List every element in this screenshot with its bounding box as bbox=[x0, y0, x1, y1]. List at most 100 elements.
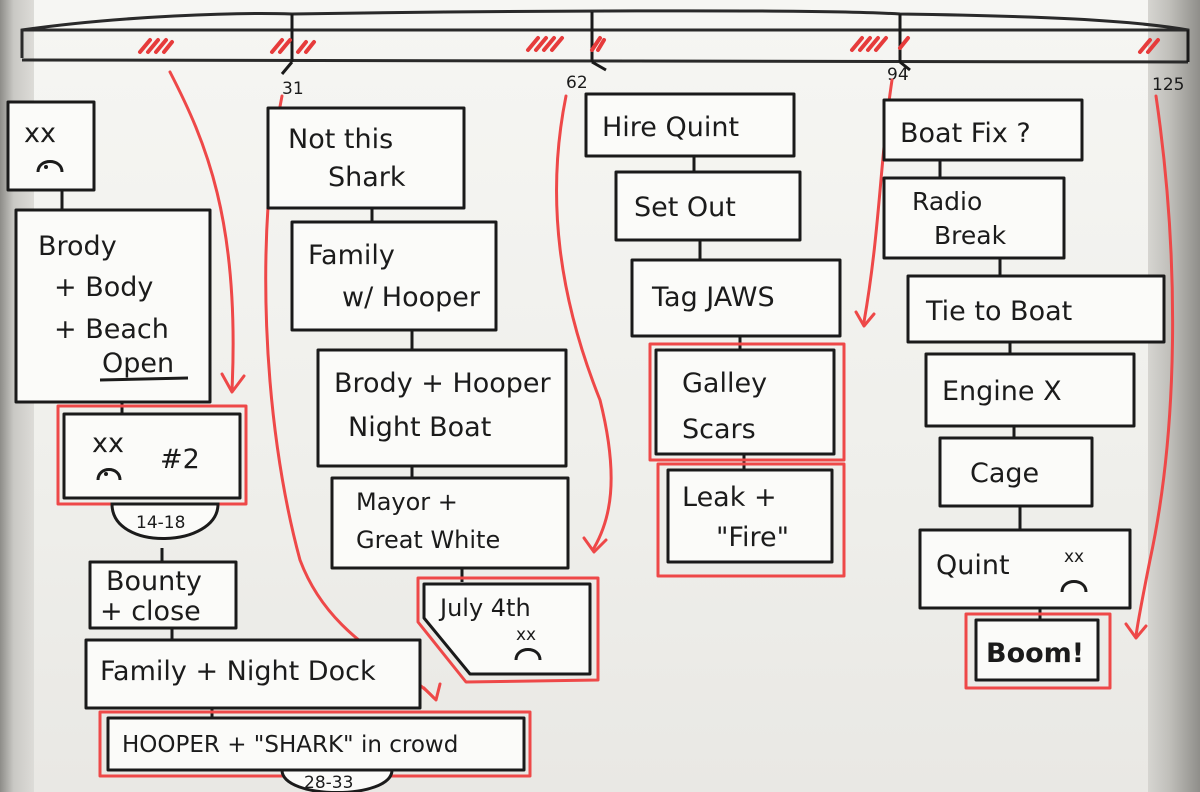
frown-icon bbox=[96, 468, 122, 481]
scene-line: "Fire" bbox=[716, 522, 789, 553]
frown-icon bbox=[514, 648, 542, 661]
frown-icon bbox=[36, 160, 64, 173]
range-badge-shape bbox=[280, 768, 394, 792]
scene-card-xx: xx bbox=[6, 100, 96, 192]
scene-label: Tag JAWS bbox=[651, 282, 775, 313]
scene-label: Tie to Boat bbox=[925, 296, 1072, 327]
scene-card-xx-2: xx #2 bbox=[56, 404, 248, 506]
scene-card-boom: Boom! bbox=[964, 612, 1112, 690]
scene-card-family-night-dock: Family + Night Dock bbox=[84, 638, 422, 710]
tick-label-62: 62 bbox=[566, 73, 588, 93]
tick-label-31: 31 bbox=[282, 79, 304, 99]
scene-label: Quint bbox=[936, 550, 1010, 581]
hatch-mark-1 bbox=[138, 38, 174, 54]
range-label: 28-33 bbox=[304, 773, 353, 792]
underline bbox=[99, 376, 189, 382]
range-label: 14-18 bbox=[136, 513, 185, 533]
column-2: Not this Shark Family w/ Hooper Brody + … bbox=[266, 106, 600, 684]
scene-card-engine-x: Engine X bbox=[924, 352, 1136, 428]
scene-card-family-hooper: Family w/ Hooper bbox=[290, 220, 498, 332]
scene-card-set-out: Set Out bbox=[614, 170, 802, 242]
scene-label: Hire Quint bbox=[602, 112, 739, 143]
arrow-col1-head bbox=[220, 372, 246, 394]
scene-line: Scars bbox=[682, 414, 756, 445]
timeline: 31 62 94 125 bbox=[20, 9, 1190, 99]
column-1: xx Brody + Body + Beach Open xx #2 bbox=[6, 100, 532, 792]
scene-card-tag-jaws: Tag JAWS bbox=[630, 258, 842, 338]
arrow-col5-head bbox=[1124, 622, 1148, 640]
scene-line: Mayor + bbox=[356, 488, 458, 516]
hatch-mark-4 bbox=[850, 36, 910, 52]
scene-line: w/ Hooper bbox=[342, 282, 481, 313]
scene-label: xx bbox=[92, 428, 124, 459]
scene-card-boat-fix: Boat Fix ? bbox=[882, 98, 1084, 162]
scene-card-tie-to-boat: Tie to Boat bbox=[906, 274, 1166, 344]
scene-card-hooper-shark: HOOPER + "SHARK" in crowd bbox=[98, 710, 532, 778]
scene-line-underlined: Open bbox=[102, 348, 174, 379]
scene-mark: xx bbox=[1064, 547, 1084, 567]
scene-card-bounty: Bounty + close bbox=[88, 560, 238, 630]
tick-62-connector bbox=[591, 60, 607, 72]
act-brace bbox=[20, 9, 1190, 60]
scene-line: Brody bbox=[38, 231, 117, 262]
scene-card-radio-break: Radio Break bbox=[882, 176, 1066, 260]
scene-card-not-this-shark: Not this Shark bbox=[266, 106, 466, 210]
arrow-col1 bbox=[168, 70, 235, 392]
arrow-col5 bbox=[1134, 94, 1175, 638]
scene-line: + close bbox=[100, 596, 201, 627]
scene-line: Break bbox=[934, 221, 1007, 250]
scene-line: Bounty bbox=[106, 566, 202, 597]
scene-label: July 4th bbox=[438, 594, 531, 622]
scene-number: #2 bbox=[160, 444, 200, 475]
scene-line: + Beach bbox=[54, 314, 169, 345]
arrow-col3 bbox=[555, 94, 613, 550]
scene-line: Family bbox=[308, 240, 395, 271]
arrow-col2-head bbox=[422, 682, 442, 702]
scene-label: Boat Fix ? bbox=[900, 118, 1031, 149]
scene-label: Family + Night Dock bbox=[100, 656, 376, 687]
scene-line: Leak + bbox=[682, 482, 777, 513]
scene-line: Not this bbox=[288, 124, 393, 155]
range-badge-28-33: 28-33 bbox=[280, 768, 394, 792]
range-badge-14-18: 14-18 bbox=[110, 502, 220, 540]
tick-31-connector bbox=[280, 61, 294, 75]
scene-line: Great White bbox=[356, 526, 500, 554]
arrow-col4-head bbox=[854, 310, 876, 328]
scene-label: xx bbox=[24, 118, 56, 149]
hatch-mark-5 bbox=[1138, 38, 1160, 54]
scene-card-leak-fire: Leak + "Fire" bbox=[656, 462, 846, 578]
column-3: Hire Quint Set Out Tag JAWS Galley Scars… bbox=[584, 92, 846, 578]
column-4: Boat Fix ? Radio Break Tie to Boat Engin… bbox=[882, 98, 1166, 690]
scene-line: Shark bbox=[328, 162, 406, 193]
scene-card-cage: Cage bbox=[938, 436, 1094, 508]
scene-card-hire-quint: Hire Quint bbox=[584, 92, 796, 158]
scene-label: Set Out bbox=[634, 192, 736, 223]
scene-mark: xx bbox=[516, 625, 536, 645]
tick-label-125: 125 bbox=[1152, 75, 1184, 95]
scene-card-brody-body: Brody + Body + Beach Open bbox=[14, 208, 212, 404]
hatch-mark-2 bbox=[270, 38, 316, 54]
scene-card-night-boat: Brody + Hooper Night Boat bbox=[316, 348, 568, 468]
range-badge-shape bbox=[110, 502, 220, 540]
scene-card-july-4th: July 4th xx bbox=[416, 576, 600, 684]
board-frame-right bbox=[1148, 0, 1200, 792]
hatch-mark-3 bbox=[526, 36, 606, 52]
arrow-col3-head bbox=[582, 536, 608, 554]
frown-icon bbox=[1060, 580, 1088, 593]
scene-card-quint-dies: Quint xx bbox=[918, 528, 1132, 610]
tick-94-connector bbox=[899, 60, 911, 72]
scene-line: Radio bbox=[912, 187, 982, 216]
scene-line: + Body bbox=[54, 272, 153, 303]
scene-line: Galley bbox=[682, 368, 767, 399]
scene-line: Brody + Hooper bbox=[334, 368, 552, 399]
scene-label: Engine X bbox=[942, 376, 1062, 407]
scene-card-mayor: Mayor + Great White bbox=[330, 476, 570, 570]
scene-label: Cage bbox=[970, 458, 1039, 489]
scene-line: Night Boat bbox=[348, 412, 491, 443]
scene-label: HOOPER + "SHARK" in crowd bbox=[122, 732, 458, 758]
scene-label: Boom! bbox=[986, 638, 1084, 669]
timeline-bottom-rule bbox=[21, 58, 1189, 64]
scene-card-galley-scars: Galley Scars bbox=[648, 342, 846, 462]
